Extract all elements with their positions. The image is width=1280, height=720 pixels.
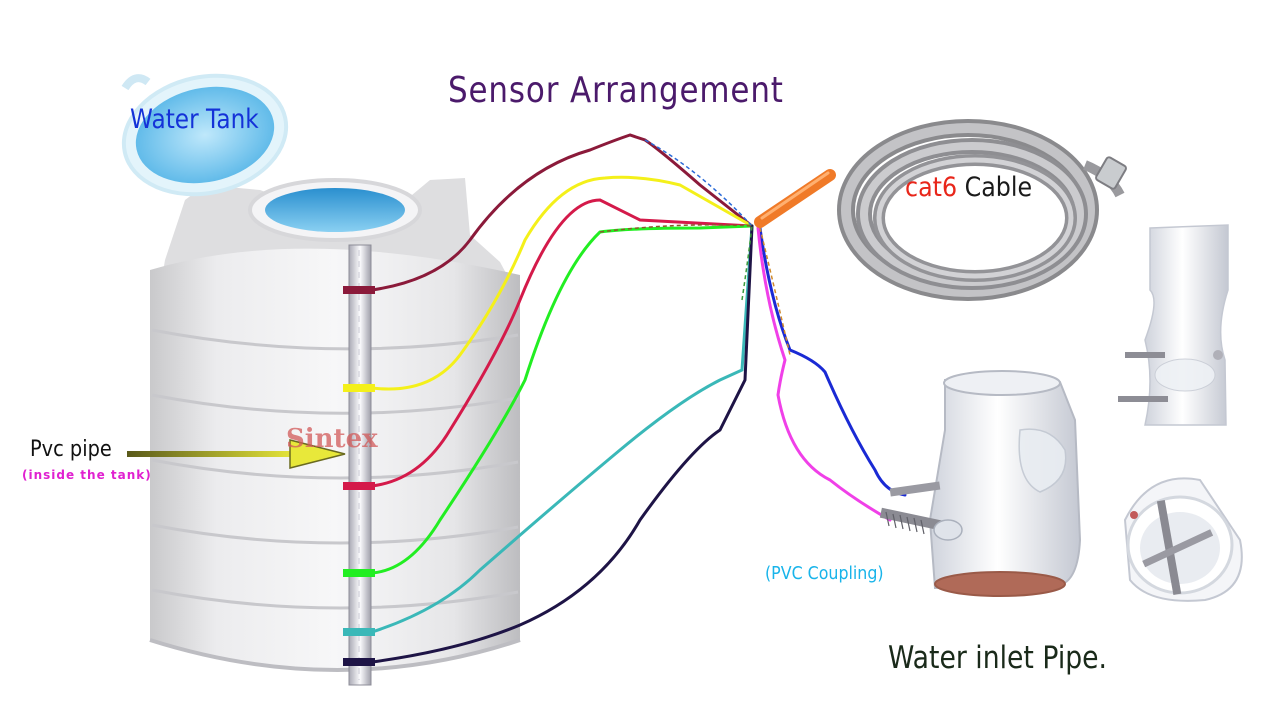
sensor-marker-level-6: [343, 658, 375, 666]
cat6-cable-label: cat6 Cable: [905, 172, 1032, 203]
sensor-marker-level-3: [343, 482, 375, 490]
pvc-coupling: [879, 370, 1082, 597]
tank-lid-inner: [135, 86, 275, 184]
diagram-title: Sensor Arrangement: [448, 70, 784, 111]
coupling-wire-1: [758, 226, 907, 497]
cable-label-cat6: cat6: [905, 172, 958, 203]
twisted-pair-strand-1: [644, 139, 753, 227]
sensor-marker-level-1: [343, 286, 375, 294]
coupling-wire-2: [756, 226, 892, 522]
cable-sheath: [754, 169, 836, 228]
sensor-marker-level-5: [343, 628, 375, 636]
twisted-pair-strand-3: [741, 225, 753, 301]
coupling-inset-top: [1123, 477, 1243, 602]
water-tank-label: Water Tank: [130, 104, 259, 135]
sensor-marker-level-4: [343, 569, 375, 577]
sensor-wire-level-5: [370, 224, 754, 634]
tank-body: [150, 248, 520, 670]
coupling-inset-side: [1118, 224, 1229, 426]
sensor-wire-group: [343, 133, 907, 666]
tank-opening-water: [265, 188, 405, 232]
water-inlet-label: Water inlet Pipe.: [888, 640, 1108, 676]
sensor-wire-level-6: [370, 224, 754, 664]
lid-handle: [121, 74, 151, 91]
pvc-coupling-label: (PVC Coupling): [765, 563, 884, 584]
tank-base: [149, 638, 521, 672]
pvc-pipe: [348, 244, 372, 686]
pvc-pipe-label: Pvc pipe: [30, 437, 112, 462]
cable-label-cable: Cable: [964, 172, 1033, 203]
water-tank: [121, 73, 521, 672]
sensor-wire-level-3: [370, 198, 754, 488]
pvc-pipe-note: (inside the tank): [22, 468, 152, 482]
sensor-wire-level-2: [370, 175, 754, 391]
cable-sheath-highlight: [760, 171, 830, 220]
cat6-cable-coil: [837, 119, 1127, 301]
pipe-pointer-arrow: [127, 439, 346, 469]
twisted-pair-strand-4: [759, 227, 791, 356]
twisted-pair-strand-2: [599, 224, 753, 233]
tank-brand-logo: Sintex: [286, 424, 378, 454]
sensor-marker-level-2: [343, 384, 375, 392]
sensor-wire-level-1: [370, 133, 754, 292]
